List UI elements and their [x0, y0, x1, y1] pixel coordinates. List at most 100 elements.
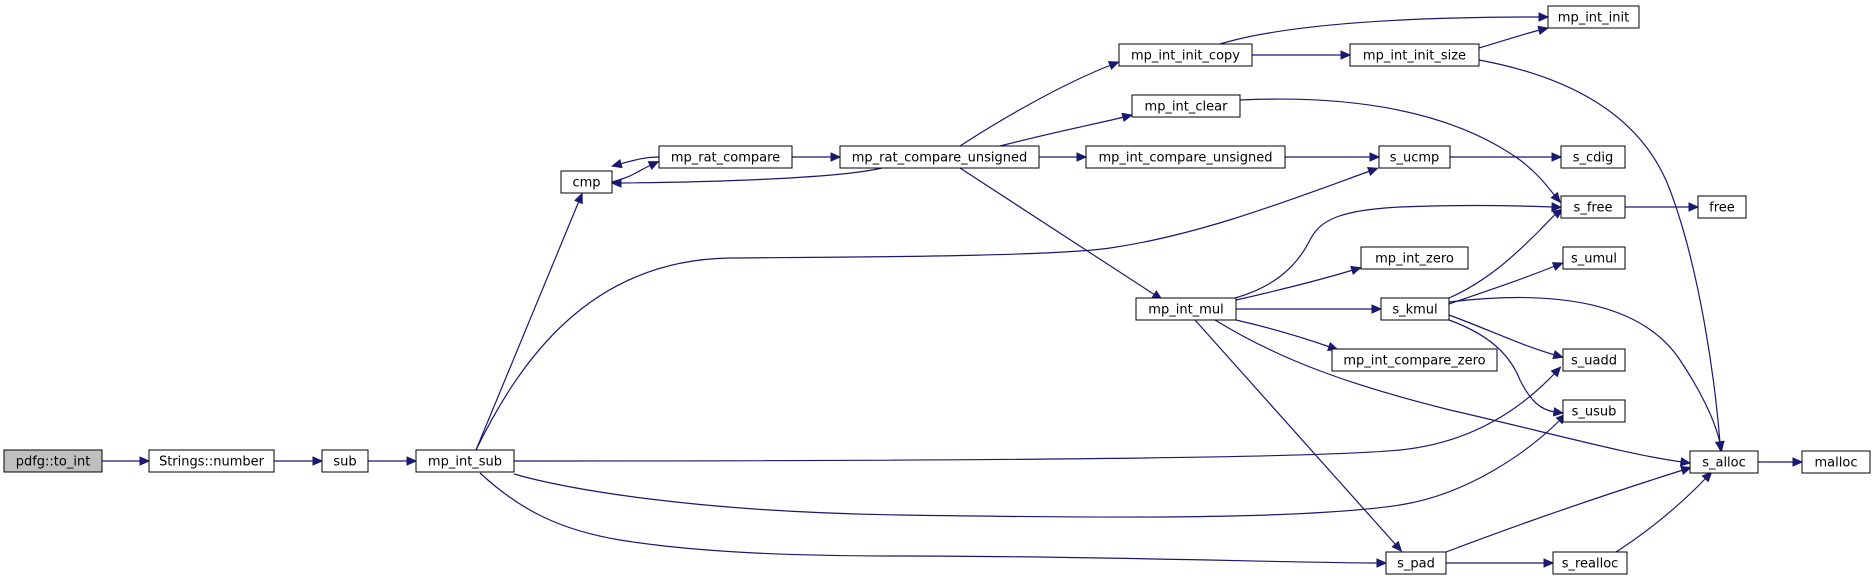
node-label: Strings::number: [159, 455, 265, 470]
node-mp-rat-compare-unsigned[interactable]: mp_rat_compare_unsigned: [839, 145, 1040, 169]
edge-mp_int_sub-to-s_ucmp: [475, 167, 1379, 451]
arrowhead: [1076, 152, 1088, 162]
node-box: [839, 145, 1040, 169]
node-label: mp_int_clear: [1145, 100, 1229, 115]
edge-line: [611, 164, 652, 183]
node-box: [1547, 5, 1640, 29]
edge-line: [475, 170, 1371, 451]
edge-line: [999, 116, 1125, 147]
edge-line: [1448, 319, 1556, 413]
edge-mp_int_sub-to-s_pad: [479, 472, 1388, 568]
node-pdfg-to-int[interactable]: pdfg::to_int: [3, 449, 103, 473]
edge-mp_int_clear-to-s_free: [1239, 98, 1561, 204]
edge-line: [1615, 477, 1707, 553]
node-box: [1560, 145, 1626, 169]
arrowhead: [1550, 366, 1562, 378]
arrowhead: [1552, 350, 1564, 360]
edge-mp_int_mul-to-s_kmul: [1236, 304, 1383, 314]
edge-mp_rat_compare_unsigned-to-mp_int_compare_unsigned: [1039, 152, 1088, 162]
arrowhead: [1550, 191, 1561, 204]
node-label: mp_rat_compare_unsigned: [852, 151, 1027, 166]
edge-line: [1448, 296, 1721, 444]
node-s-realloc[interactable]: s_realloc: [1552, 551, 1628, 575]
node-label: s_uadd: [1571, 354, 1617, 369]
arrowhead: [1371, 304, 1383, 314]
node-s-free[interactable]: s_free: [1560, 195, 1626, 219]
node-mp-int-compare-unsigned[interactable]: mp_int_compare_unsigned: [1085, 145, 1286, 169]
node-label: mp_rat_compare: [671, 151, 780, 166]
edge-line: [1448, 265, 1556, 305]
node-box: [1118, 43, 1253, 67]
arrowhead: [139, 456, 151, 466]
edge-s_kmul-to-s_free: [1448, 208, 1564, 299]
edge-line: [619, 167, 883, 184]
node-label: mp_int_sub: [428, 455, 502, 470]
node-free[interactable]: free: [1697, 195, 1747, 219]
node-label: sub: [333, 455, 356, 470]
node-box: [1560, 195, 1626, 219]
node-s-kmul[interactable]: s_kmul: [1380, 297, 1450, 321]
edge-mp_rat_compare-to-mp_rat_compare_unsigned: [792, 152, 842, 162]
function-nodes: pdfg::to_int Strings::number sub mp_int_sub…: [3, 5, 1871, 575]
node-box: [148, 449, 275, 473]
node-box: [1360, 246, 1469, 270]
node-mp-int-init-copy[interactable]: mp_int_init_copy: [1118, 43, 1253, 67]
node-label: mp_int_compare_zero: [1343, 354, 1485, 369]
node-label: mp_int_init_size: [1363, 49, 1466, 64]
node-mp-rat-compare[interactable]: mp_rat_compare: [658, 145, 793, 169]
arrowhead: [1376, 558, 1388, 568]
arrowhead: [1551, 202, 1563, 212]
edge-line: [1234, 204, 1554, 299]
edge-mp_rat_compare_unsigned-to-mp_int_mul: [959, 167, 1163, 301]
node-mp-int-init[interactable]: mp_int_init: [1547, 5, 1640, 29]
edge-line: [1448, 213, 1557, 299]
arrowhead: [1792, 457, 1804, 467]
arrowhead: [1391, 540, 1403, 552]
edge-line: [959, 167, 1156, 296]
node-mp-int-sub[interactable]: mp_int_sub: [415, 449, 515, 473]
node-box: [415, 449, 515, 473]
edge-mp_rat_compare_unsigned-to-mp_int_clear: [999, 112, 1133, 147]
node-s-umul[interactable]: s_umul: [1562, 246, 1626, 270]
node-s-uadd[interactable]: s_uadd: [1562, 348, 1626, 372]
arrowhead: [1551, 152, 1563, 162]
node-s-pad[interactable]: s_pad: [1385, 551, 1447, 575]
edge-line: [1235, 319, 1331, 348]
node-strings-number[interactable]: Strings::number: [148, 449, 275, 473]
node-s-cdig[interactable]: s_cdig: [1560, 145, 1626, 169]
node-malloc[interactable]: malloc: [1801, 450, 1871, 474]
node-s-ucmp[interactable]: s_ucmp: [1378, 145, 1451, 169]
node-sub[interactable]: sub: [321, 449, 369, 473]
node-label: s_alloc: [1702, 456, 1746, 471]
node-mp-int-clear[interactable]: mp_int_clear: [1131, 94, 1241, 118]
node-box: [1801, 450, 1871, 474]
arrowhead: [1543, 558, 1555, 568]
node-mp-int-mul[interactable]: mp_int_mul: [1135, 297, 1237, 321]
edge-line: [1448, 314, 1556, 356]
node-mp-int-zero[interactable]: mp_int_zero: [1360, 246, 1469, 270]
node-cmp[interactable]: cmp: [560, 170, 613, 194]
node-label: pdfg::to_int: [16, 455, 91, 470]
edge-line: [1478, 59, 1721, 444]
arrowhead: [574, 192, 583, 205]
arrowhead: [312, 456, 324, 466]
edge-line: [1478, 29, 1541, 49]
node-s-alloc[interactable]: s_alloc: [1689, 450, 1759, 474]
node-box: [1085, 145, 1286, 169]
node-mp-int-compare-zero[interactable]: mp_int_compare_zero: [1331, 348, 1498, 372]
edge-mp_int_init_copy-to-mp_int_init_size: [1252, 50, 1352, 60]
node-label: mp_int_zero: [1375, 252, 1454, 267]
edge-mp_int_mul-to-s_free: [1234, 202, 1563, 299]
arrowhead: [1680, 465, 1692, 475]
edge-line: [479, 472, 1379, 564]
edge-mp_rat_compare-to-cmp: [611, 156, 660, 169]
edge-line: [1235, 269, 1354, 301]
node-box: [1552, 551, 1628, 575]
arrowhead: [1340, 50, 1352, 60]
edge-s_kmul-to-s_alloc: [1448, 296, 1725, 453]
node-s-usub[interactable]: s_usub: [1562, 399, 1626, 423]
arrowhead: [1701, 471, 1713, 483]
edge-line: [1445, 469, 1684, 553]
edge-s_kmul-to-s_usub: [1448, 319, 1565, 417]
node-mp-int-init-size[interactable]: mp_int_init_size: [1349, 43, 1480, 67]
